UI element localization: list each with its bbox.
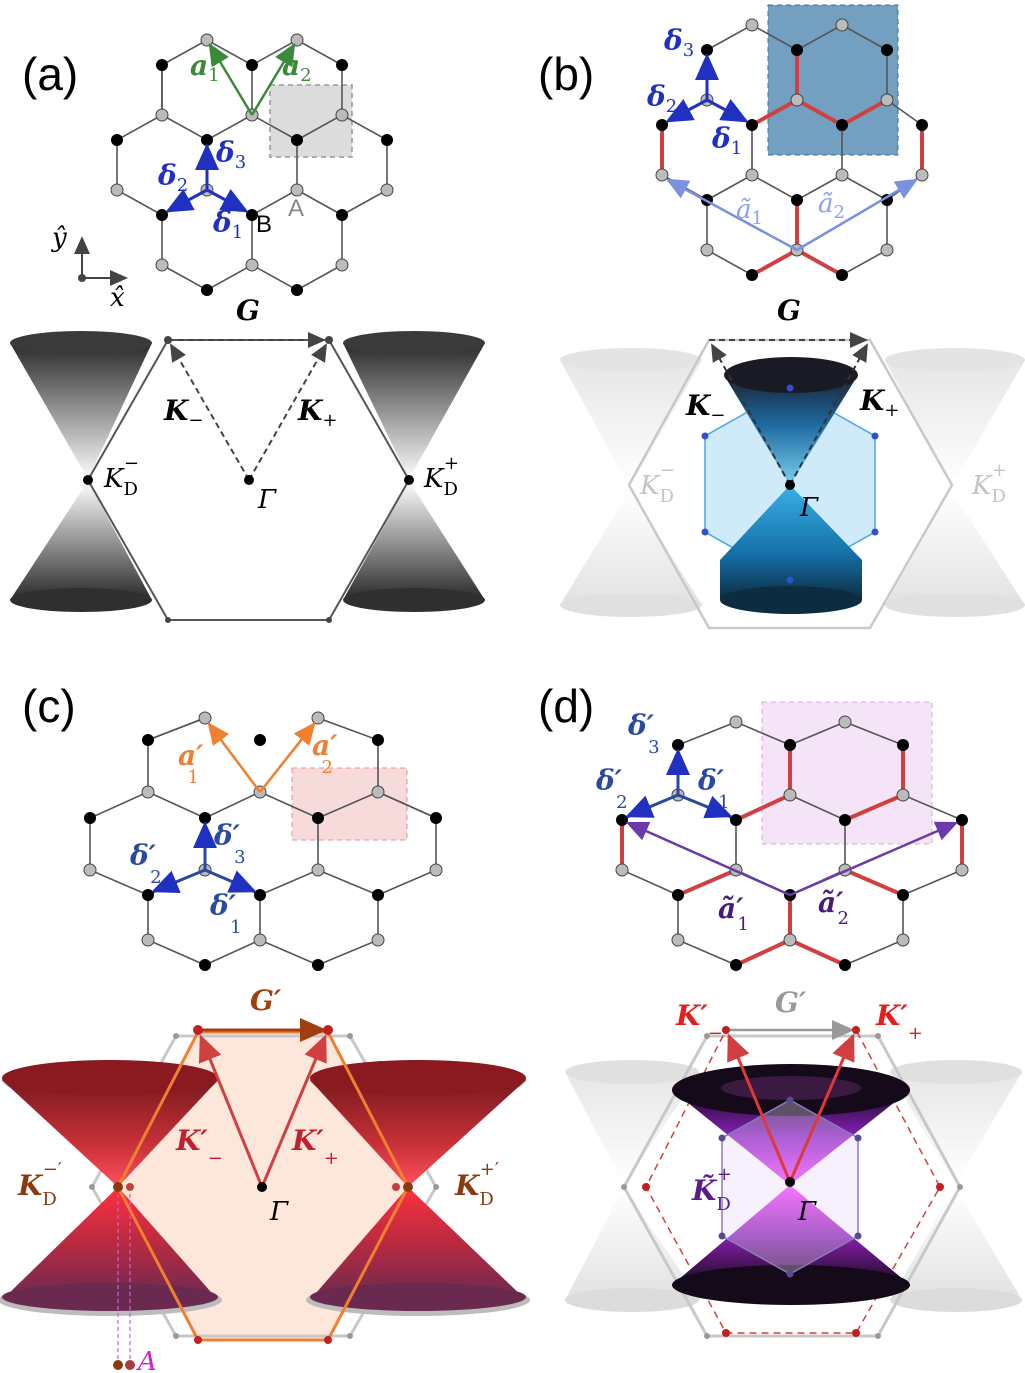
brillouin-zone-d: G′ K′− K′+ Γ K̃D+ bbox=[565, 986, 1022, 1339]
unit-cell-a bbox=[269, 84, 353, 158]
gamma-label: Γ bbox=[257, 485, 277, 515]
delta2-prime-vector bbox=[151, 868, 206, 893]
delta1-vector bbox=[206, 188, 249, 213]
lattice-sites-b bbox=[655, 18, 929, 281]
panel-c-label: (c) bbox=[22, 680, 76, 732]
brillouin-zone-a: G K− K+ Γ KD− KD+ bbox=[10, 294, 485, 623]
x-axis-label: x̂ bbox=[110, 283, 125, 313]
a1-prime-vector bbox=[207, 722, 261, 793]
a1-tilde-prime-vector bbox=[625, 821, 791, 897]
site-B-label: B bbox=[256, 211, 272, 238]
delta2-label: δ2 bbox=[157, 159, 188, 196]
delta2-label-b: δ2 bbox=[646, 80, 677, 117]
supercell-b bbox=[767, 4, 899, 156]
lattice-sites-c bbox=[83, 711, 443, 971]
G-label: G bbox=[236, 294, 260, 327]
delta1-label-b: δ1 bbox=[711, 122, 742, 159]
panel-d-label: (d) bbox=[538, 680, 594, 732]
panel-a-label: (a) bbox=[22, 48, 78, 100]
KD-minus-prime-label: KD−′ bbox=[17, 1159, 62, 1210]
a1-vector bbox=[208, 42, 254, 116]
K-plus-label: K+ bbox=[297, 394, 337, 431]
brillouin-zone-b: G K− K+ Γ KD− KD+ bbox=[560, 294, 1025, 630]
delta2-vector bbox=[165, 188, 208, 213]
delta3-prime-label-d: δ′3 bbox=[627, 709, 660, 758]
axes-indicator: ŷ x̂ bbox=[51, 223, 128, 313]
panel-b-label: (b) bbox=[538, 48, 594, 100]
lattice-sites-d bbox=[615, 715, 969, 971]
KD-minus-label: KD− bbox=[103, 453, 139, 500]
K-plus-label-b: K+ bbox=[859, 384, 899, 421]
delta1-vector-b bbox=[706, 98, 749, 123]
delta1-prime-vector-d bbox=[677, 793, 733, 819]
A-label: A bbox=[136, 1347, 157, 1373]
panel-d: (d) δ′3 δ′2 δ′1 ã′1 bbox=[538, 680, 1022, 1339]
dirac-cone-left-a bbox=[10, 331, 152, 612]
K-minus-label-b: K− bbox=[685, 389, 725, 426]
KD-tilde-label: K̃D+ bbox=[691, 1164, 732, 1215]
panel-b: (b) δ3 δ2 δ1 ã1 ã2 bbox=[538, 4, 1025, 630]
delta1-prime-label-d: δ′1 bbox=[697, 764, 730, 813]
a2-tilde-prime-vector bbox=[789, 821, 959, 897]
dirac-cone-right-a bbox=[343, 331, 485, 612]
brillouin-zone-c: G′ K′− K′+ Γ KD−′ KD+′ A bbox=[0, 984, 530, 1373]
delta2-prime-label: δ′2 bbox=[129, 839, 162, 888]
delta2-prime-label-d: δ′2 bbox=[595, 764, 628, 813]
a1-label: a1 bbox=[190, 49, 220, 86]
G-label-b: G bbox=[777, 294, 801, 327]
delta3-label-b: δ3 bbox=[663, 24, 694, 61]
delta3-label: δ3 bbox=[215, 136, 246, 173]
y-axis-label: ŷ bbox=[51, 223, 67, 253]
a1-prime-label: a′1 bbox=[178, 739, 204, 788]
gamma-label-d: Γ bbox=[797, 1197, 817, 1227]
a1-tilde-vector-b bbox=[665, 178, 798, 252]
gamma-label-c: Γ bbox=[269, 1197, 289, 1227]
K-prime-minus-label: K′− bbox=[175, 1124, 223, 1169]
delta2-prime-vector-d bbox=[625, 793, 679, 818]
gamma-label-b: Γ bbox=[799, 493, 819, 523]
a2-vector bbox=[250, 42, 296, 116]
delta1-label: δ1 bbox=[212, 206, 243, 243]
a1-tilde-label-b: ã1 bbox=[736, 195, 763, 229]
delta1-prime-vector bbox=[204, 868, 257, 893]
a2-label: a2 bbox=[282, 49, 312, 86]
G-prime-label: G′ bbox=[250, 984, 282, 1017]
panel-a: (a) a1 a2 δ3 δ2 δ1 B A bbox=[10, 33, 485, 623]
faded-cones-d bbox=[565, 1060, 1022, 1312]
a2-tilde-label-b: ã2 bbox=[818, 189, 845, 223]
dirac-cone-left-c bbox=[0, 1060, 222, 1316]
folded-cone-d bbox=[672, 1064, 910, 1305]
K-prime-minus-label-d: K′− bbox=[675, 999, 723, 1044]
red-bonds-b bbox=[660, 50, 924, 277]
site-A-label: A bbox=[288, 195, 304, 222]
K-minus-label: K− bbox=[163, 394, 203, 431]
a2-tilde-vector-b bbox=[796, 178, 919, 252]
KD-plus-label: KD+ bbox=[423, 453, 459, 500]
G-prime-label-d: G′ bbox=[775, 986, 807, 1019]
folded-cone-b bbox=[720, 357, 862, 614]
delta3-prime-label: δ′3 bbox=[213, 819, 246, 868]
delta2-vector-b bbox=[665, 98, 708, 123]
delta1-prime-label: δ′1 bbox=[209, 889, 242, 938]
faded-cones-b bbox=[560, 348, 1025, 617]
KD-plus-label-b: KD+ bbox=[971, 460, 1007, 507]
a2-tilde-prime-label: ã′2 bbox=[818, 886, 849, 929]
K-prime-plus-label-d: K′+ bbox=[875, 999, 923, 1044]
a2-prime-label: a′2 bbox=[312, 729, 338, 778]
K-prime-plus-label: K′+ bbox=[291, 1124, 339, 1169]
panel-c: (c) a′1 a′2 δ′3 δ′2 δ′1 bbox=[0, 680, 530, 1373]
a2-prime-vector bbox=[259, 722, 316, 793]
KD-plus-prime-label: KD+′ bbox=[454, 1159, 499, 1210]
a1-tilde-prime-label: ã′1 bbox=[718, 892, 749, 935]
KD-minus-label-b: KD− bbox=[639, 460, 675, 507]
